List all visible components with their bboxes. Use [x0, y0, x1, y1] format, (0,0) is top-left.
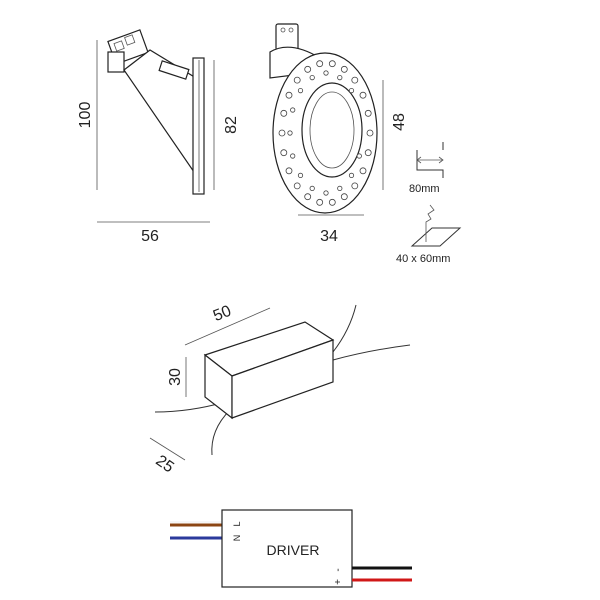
- ring-hole: [304, 193, 312, 201]
- driver-length-label: 50: [211, 303, 234, 325]
- input-label-l: L: [232, 521, 242, 526]
- driver-width-label: 25: [152, 452, 176, 476]
- output-label-positive: +: [333, 579, 344, 585]
- fixture-side-view: 100 56 82: [77, 29, 240, 245]
- ring-hole: [348, 172, 355, 178]
- decorative-holes: [278, 60, 374, 206]
- ring-hole: [348, 88, 355, 94]
- ring-hole: [287, 130, 293, 136]
- ring-hole: [278, 129, 286, 137]
- ring-hole: [340, 65, 348, 73]
- driver-isometric-view: 50 30 25: [149, 303, 411, 476]
- ring-hole: [316, 60, 324, 68]
- ring-hole: [280, 109, 288, 117]
- ring-hole: [285, 91, 293, 99]
- ring-hole: [351, 182, 359, 190]
- ring-hole: [366, 129, 374, 137]
- ring-hole: [337, 185, 343, 191]
- ring-hole: [359, 91, 367, 99]
- ring-hole: [340, 193, 348, 201]
- cutout-depth-icon: 80mm: [409, 142, 444, 195]
- plate-height-label: 82: [223, 116, 240, 134]
- ring-hole: [293, 182, 301, 190]
- ring-hole: [323, 190, 329, 196]
- ring-hole: [297, 172, 304, 178]
- ring-hole: [290, 153, 296, 159]
- ring-hole: [309, 75, 315, 81]
- ring-hole: [323, 70, 329, 76]
- driver-width-dimension-line: [149, 437, 186, 461]
- cutout-size-icon: 40 x 60mm: [396, 204, 462, 265]
- input-label-n: N: [232, 535, 242, 542]
- driver-box-side: [231, 339, 334, 419]
- driver-schematic-box: [221, 509, 353, 588]
- fixture-height-label: 100: [77, 102, 94, 129]
- wire-top-back: [332, 304, 357, 353]
- driver-label: DRIVER: [267, 542, 320, 558]
- ring-hole: [285, 167, 293, 175]
- ring-hole: [351, 76, 359, 84]
- ring-hole: [356, 153, 362, 159]
- driver-length-dimension-line: [184, 307, 271, 346]
- ring-hole: [364, 109, 372, 117]
- wire-top-right: [332, 344, 411, 361]
- driver-wiring-schematic: L N DRIVER - +: [170, 509, 412, 588]
- ring-hole: [297, 88, 304, 94]
- driver-height-label: 30: [167, 368, 184, 386]
- ring-hole: [309, 185, 315, 191]
- ring-height-label: 48: [391, 113, 408, 131]
- ring-hole: [304, 65, 312, 73]
- cutout-depth-label: 80mm: [409, 183, 440, 195]
- fixture-front-view: 34 48: [269, 23, 408, 245]
- ring-hole: [316, 198, 324, 206]
- ring-hole: [280, 149, 288, 157]
- ring-hole: [290, 107, 296, 113]
- mounting-plate: [192, 57, 205, 195]
- fixture-depth-label: 56: [141, 228, 159, 245]
- output-label-negative: -: [333, 568, 344, 571]
- ring-hole: [328, 60, 336, 68]
- ring-hole: [364, 149, 372, 157]
- cutout-size-label: 40 x 60mm: [396, 253, 450, 265]
- ring-hole: [293, 76, 301, 84]
- socket: [107, 29, 149, 73]
- inner-ring: [301, 82, 363, 178]
- clip: [158, 60, 190, 80]
- ring-diameter-label: 34: [320, 228, 338, 245]
- ring-hole: [359, 167, 367, 175]
- wire-bottom-down: [211, 409, 231, 456]
- ring-hole: [328, 198, 336, 206]
- ring-hole: [337, 75, 343, 81]
